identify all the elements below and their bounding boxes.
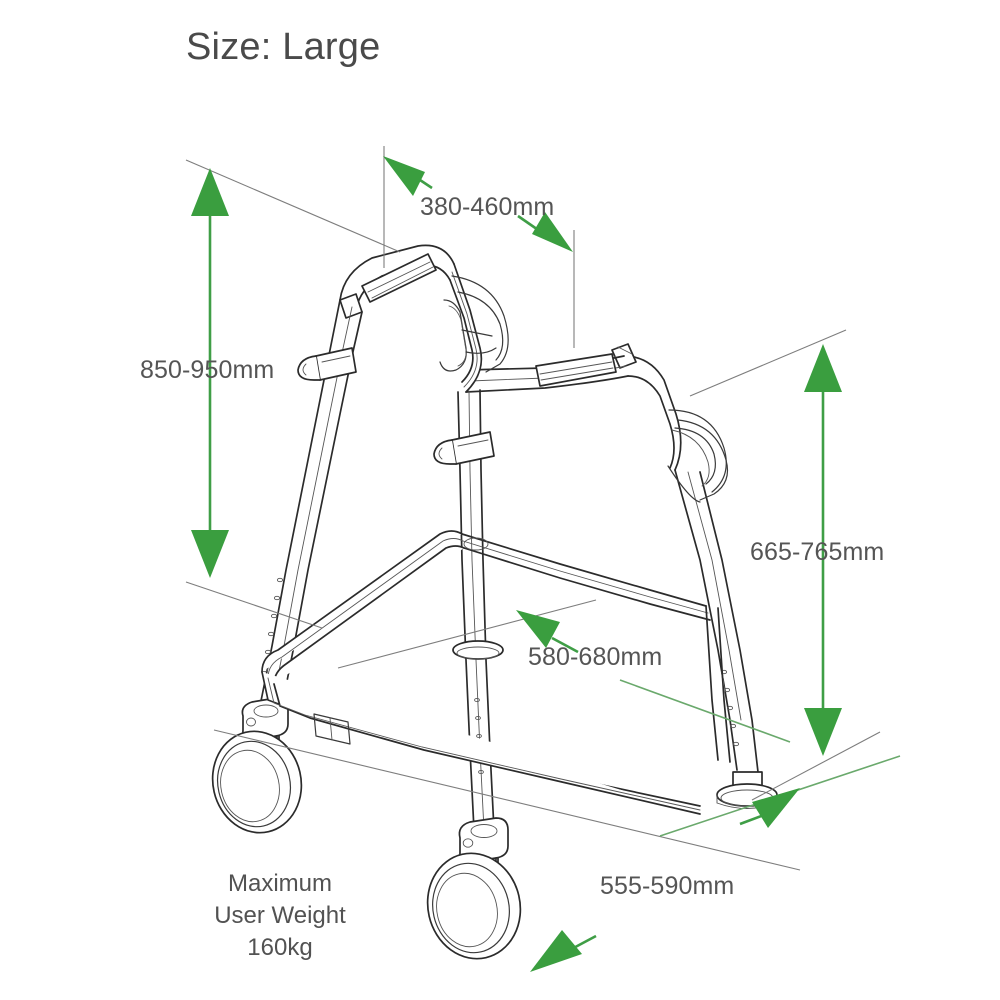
leader-width-upper: [337, 599, 597, 669]
arrow-head-width: [516, 610, 560, 648]
max-weight-line-3: 160kg: [247, 934, 313, 961]
caster-wheel-centre: [426, 817, 522, 960]
leader-seat-bottom: [751, 731, 881, 801]
max-user-weight-note: Maximum User Weight 160kg: [200, 868, 360, 964]
max-weight-line-1: Maximum: [227, 870, 332, 897]
arrow-head-base-left: [530, 930, 582, 972]
clamp-centre: [433, 431, 495, 465]
dimension-label-seat: 665-765mm: [750, 538, 885, 566]
dimension-label-depth: 380-460mm: [420, 193, 555, 221]
clamp-left-upper: [297, 347, 357, 381]
leader-base-upper: [213, 729, 801, 871]
leader-height-bottom: [185, 581, 323, 629]
arrow-head-depth-right: [532, 212, 573, 252]
walker-illustration: [211, 244, 778, 960]
max-weight-line-2: User Weight: [214, 902, 346, 929]
handle-right: [611, 343, 729, 503]
handle-inner-loop: [439, 275, 509, 373]
arrow-head-height-down: [191, 530, 229, 578]
dimension-label-base: 555-590mm: [600, 872, 735, 900]
caster-wheel-left: [211, 697, 303, 834]
dimension-label-height: 850-950mm: [140, 356, 275, 384]
page-title: Size: Large: [186, 26, 381, 68]
leader-height-top: [185, 159, 401, 253]
arrow-head-depth-left: [383, 156, 425, 196]
dimension-height-850-950: [185, 159, 401, 629]
dimension-width-580-680: [337, 599, 791, 743]
arrow-head-height-up: [191, 168, 229, 216]
leader-seat-top: [689, 329, 847, 397]
grip-right: [535, 353, 617, 387]
dimension-label-width: 580-680mm: [528, 643, 663, 671]
arrow-shaft-width: [551, 636, 579, 654]
arrow-head-seat-down: [804, 708, 842, 756]
arrow-head-base-right: [752, 788, 800, 828]
dimension-base-555-590: [213, 729, 901, 972]
arrow-head-seat-up: [804, 344, 842, 392]
dimension-seat-665-765: [689, 329, 881, 801]
dimension-depth-380-460: [383, 146, 575, 348]
handle-front-left: [339, 244, 483, 393]
leader-width-lower: [619, 679, 791, 743]
